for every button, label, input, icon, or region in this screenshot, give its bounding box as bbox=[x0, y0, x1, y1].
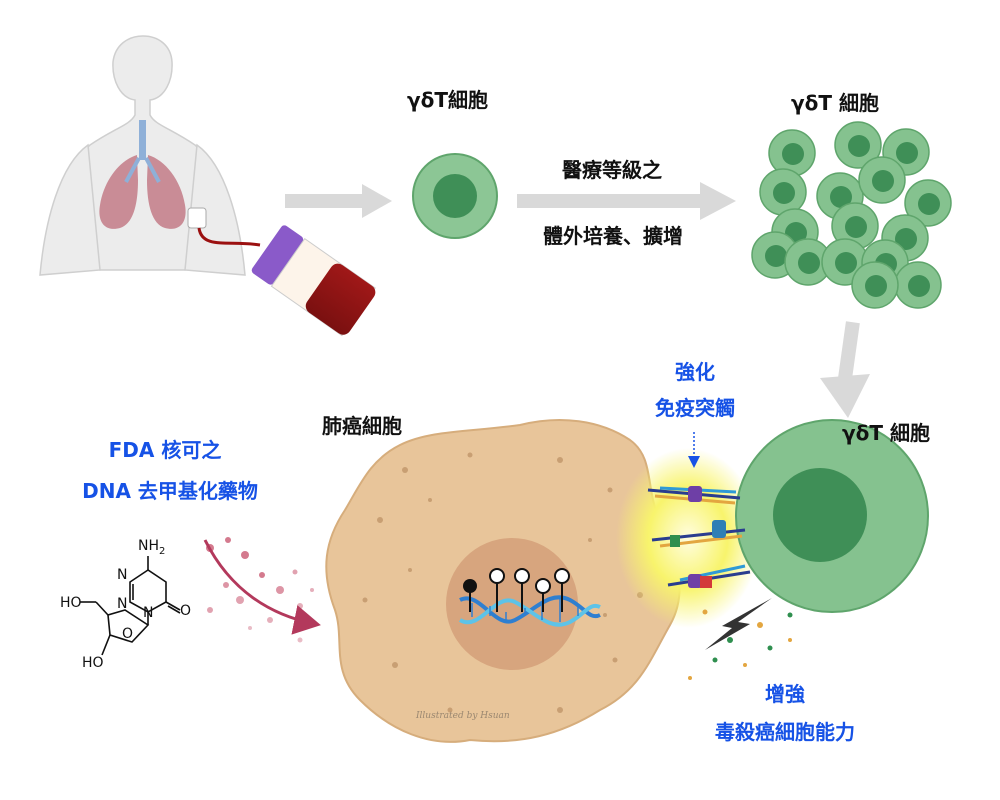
cluster-cell-nucleus bbox=[798, 252, 820, 274]
label-synapse-line2: 免疫突觸 bbox=[655, 396, 735, 420]
label-kill-line1: 增強 bbox=[765, 682, 805, 706]
atom-nh2: NH2 bbox=[138, 538, 166, 557]
label-gd-t-cell-3: γδT 細胞 bbox=[842, 421, 930, 445]
process-arrow-3 bbox=[820, 321, 870, 418]
receptor-ligand-pairs-icon bbox=[647, 486, 751, 588]
atom-n-1: N bbox=[117, 567, 128, 583]
cluster-cell-nucleus bbox=[782, 143, 804, 165]
cluster-cell-nucleus bbox=[765, 245, 787, 267]
gd-t-cell-single bbox=[412, 153, 498, 239]
cluster-cell-nucleus bbox=[865, 275, 887, 297]
cluster-cell-nucleus bbox=[845, 216, 867, 238]
cluster-cell-nucleus bbox=[872, 170, 894, 192]
illustration-credit: Illustrated by Hsuan bbox=[416, 711, 510, 721]
atom-o-ring: O bbox=[122, 626, 134, 642]
label-gd-t-cell-1: γδT細胞 bbox=[407, 88, 489, 112]
label-synapse-line1: 強化 bbox=[675, 360, 715, 384]
label-fda-line1: FDA 核可之 bbox=[108, 438, 222, 462]
drug-arrow bbox=[203, 539, 321, 635]
cluster-cell-nucleus bbox=[908, 275, 930, 297]
atom-n-2: N bbox=[117, 596, 128, 612]
atom-ho-2: HO bbox=[82, 655, 104, 671]
cluster-cell-nucleus bbox=[848, 135, 870, 157]
cluster-cell-nucleus bbox=[918, 193, 940, 215]
atom-n-3: N bbox=[143, 605, 154, 621]
cluster-cell-nucleus bbox=[896, 142, 918, 164]
process-arrow-1 bbox=[285, 184, 392, 218]
cluster-cell-nucleus bbox=[835, 252, 857, 274]
atom-ho-1: HO bbox=[60, 595, 82, 611]
atom-o-carbonyl: O bbox=[180, 603, 192, 619]
immune-synapse-glow bbox=[616, 448, 760, 628]
lightning-bolt-icon bbox=[705, 598, 772, 650]
dna-methylation-icon bbox=[458, 568, 601, 627]
granule-dots bbox=[688, 609, 793, 680]
cluster-cell-nucleus bbox=[895, 228, 917, 250]
label-culture-line2: 體外培養、擴增 bbox=[543, 224, 683, 248]
cluster-cell-nucleus bbox=[830, 186, 852, 208]
label-culture-line1: 醫療等級之 bbox=[562, 158, 662, 182]
label-fda-line2: DNA 去甲基化藥物 bbox=[82, 479, 258, 503]
expanded-cell-cluster bbox=[751, 121, 952, 309]
label-gd-t-cell-2: γδT 細胞 bbox=[791, 91, 879, 115]
blood-tube-icon bbox=[251, 225, 376, 337]
process-arrow-2 bbox=[517, 182, 736, 220]
drug-particles bbox=[206, 537, 314, 643]
gd-t-cell-effector bbox=[735, 419, 929, 613]
label-lung-cancer-cell: 肺癌細胞 bbox=[322, 414, 402, 438]
decitabine-structure-icon bbox=[80, 556, 181, 656]
human-figure-icon bbox=[39, 35, 261, 276]
label-kill-line2: 毒殺癌細胞能力 bbox=[715, 720, 855, 744]
cluster-cell-nucleus bbox=[773, 182, 795, 204]
